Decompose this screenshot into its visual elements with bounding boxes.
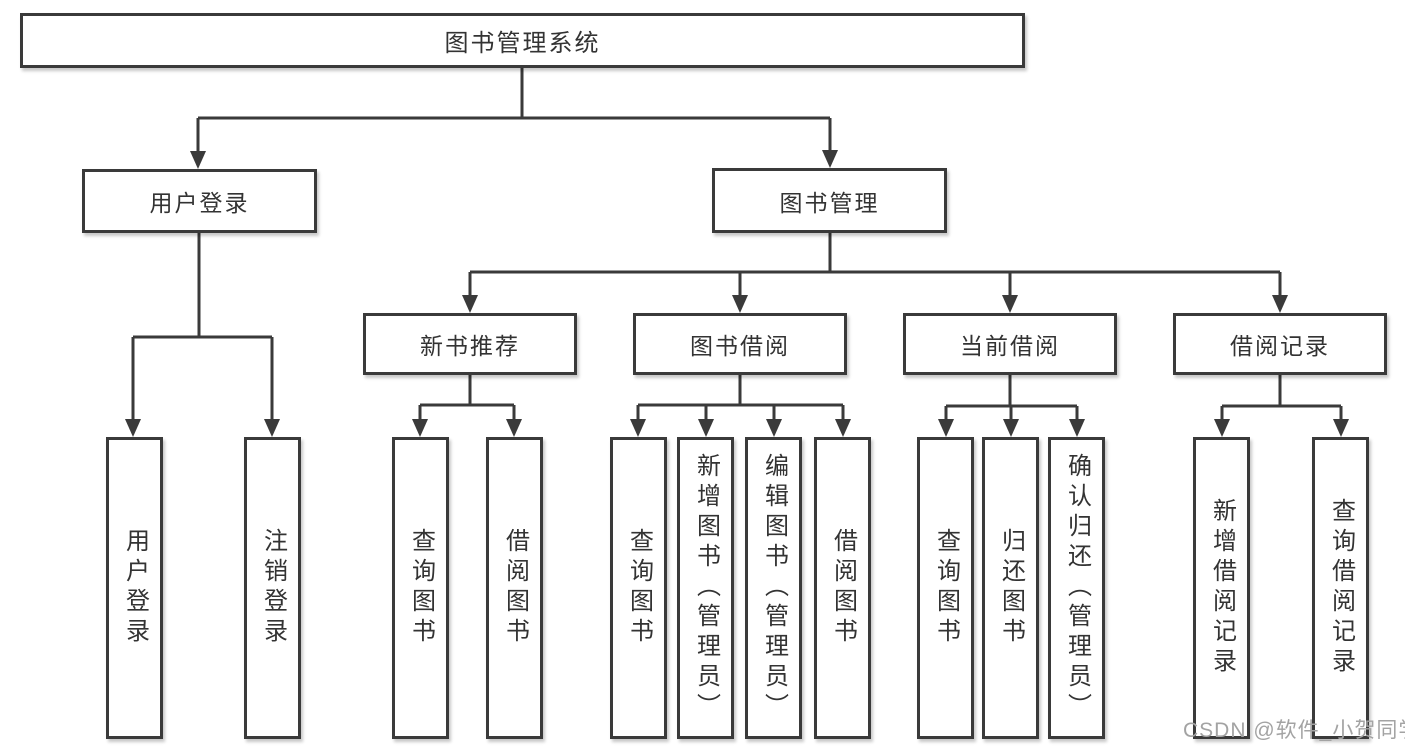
node-add-borrow-record: 新增借阅记录 [1193, 437, 1250, 739]
arrow-down-icon [822, 150, 838, 168]
node-logout: 注销登录 [244, 437, 301, 739]
node-add-books-admin: 新增图书（管理员） [677, 437, 734, 739]
node-label: 查询借阅记录 [1327, 498, 1355, 678]
node-query-books-3: 查询图书 [917, 437, 974, 739]
node-label: 编辑图书（管理员） [760, 453, 788, 723]
node-label: 归还图书 [997, 528, 1025, 648]
arrow-down-icon [835, 419, 851, 437]
node-confirm-return-admin: 确认归还（管理员） [1048, 437, 1105, 739]
csdn-watermark: CSDN @软件_小贺同学 [1183, 719, 1405, 742]
node-edit-books-admin: 编辑图书（管理员） [745, 437, 802, 739]
arrow-down-icon [125, 419, 141, 437]
node-label: 图书管理系统 [444, 30, 601, 57]
node-query-borrow-record: 查询借阅记录 [1312, 437, 1369, 739]
arrow-down-icon [506, 419, 522, 437]
node-label: 查询图书 [407, 528, 435, 648]
node-label: 注销登录 [259, 528, 287, 648]
node-label: 查询图书 [625, 528, 653, 648]
node-query-books-2: 查询图书 [610, 437, 667, 739]
arrow-down-icon [732, 295, 748, 313]
arrow-down-icon [1003, 419, 1019, 437]
arrow-down-icon [412, 419, 428, 437]
node-book-management: 图书管理 [712, 168, 947, 233]
arrow-down-icon [1272, 295, 1288, 313]
connector-arrows [125, 150, 1349, 437]
node-borrow-books-2: 借阅图书 [814, 437, 871, 739]
arrow-down-icon [1333, 419, 1349, 437]
node-label: 图书管理 [779, 189, 880, 216]
node-label: 用户登录 [121, 528, 149, 648]
node-label: 图书借阅 [690, 333, 790, 359]
node-label: 当前借阅 [960, 333, 1060, 359]
connector-line [131, 68, 1343, 421]
node-return-books: 归还图书 [982, 437, 1039, 739]
arrow-down-icon [264, 419, 280, 437]
node-label: 用户登录 [149, 190, 250, 216]
node-label: 新增借阅记录 [1208, 498, 1236, 678]
node-label: 借阅图书 [501, 528, 529, 648]
node-library-management-system: 图书管理系统 [20, 13, 1025, 68]
arrow-down-icon [462, 295, 478, 313]
arrow-down-icon [938, 419, 954, 437]
arrow-down-icon [698, 419, 714, 437]
arrow-down-icon [630, 419, 646, 437]
node-label: 新增图书（管理员） [692, 453, 720, 723]
arrow-down-icon [766, 419, 782, 437]
arrow-down-icon [1214, 419, 1230, 437]
node-label: 借阅记录 [1230, 333, 1330, 359]
node-current-borrowing: 当前借阅 [903, 313, 1117, 375]
node-user-login: 用户登录 [82, 169, 317, 233]
node-borrow-books-1: 借阅图书 [486, 437, 543, 739]
arrow-down-icon [190, 151, 206, 169]
node-user-login-leaf: 用户登录 [106, 437, 163, 739]
node-book-borrowing: 图书借阅 [633, 313, 847, 375]
node-label: 新书推荐 [420, 333, 520, 359]
node-new-book-recommend: 新书推荐 [363, 313, 577, 375]
node-borrowing-records: 借阅记录 [1173, 313, 1387, 375]
arrow-down-icon [1069, 419, 1085, 437]
node-query-books-1: 查询图书 [392, 437, 449, 739]
arrow-down-icon [1002, 295, 1018, 313]
node-label: 查询图书 [932, 528, 960, 648]
node-label: 借阅图书 [829, 528, 857, 648]
node-label: 确认归还（管理员） [1063, 453, 1091, 723]
